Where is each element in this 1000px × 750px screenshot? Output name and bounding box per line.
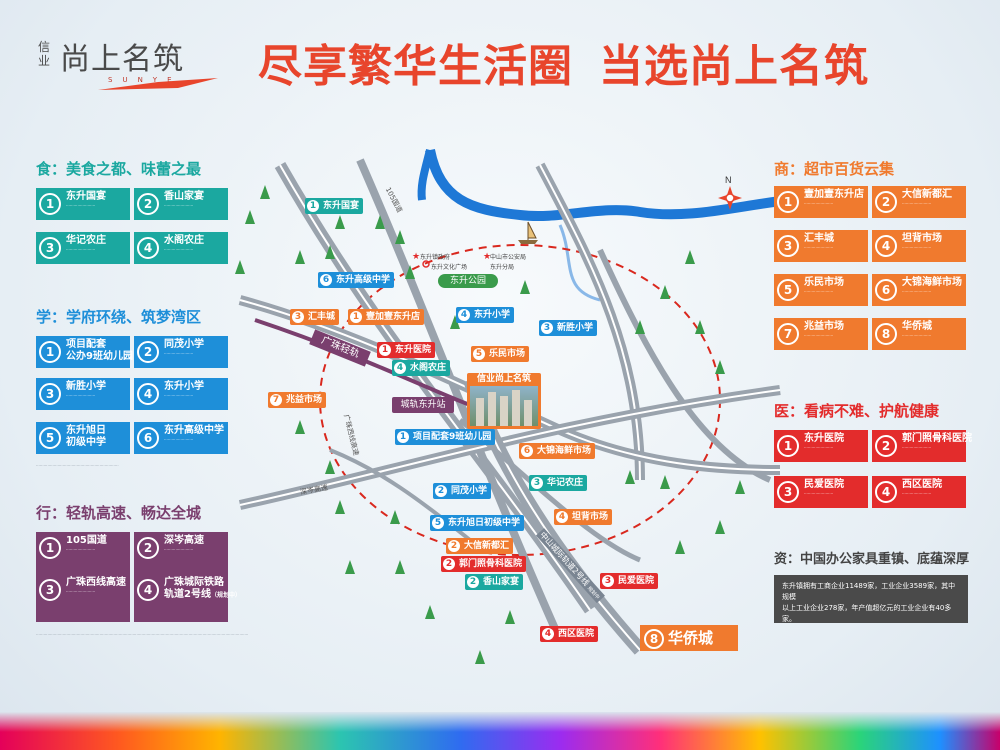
landmark-circles xyxy=(422,260,430,268)
brand-mark-icon xyxy=(98,78,218,90)
river-branch xyxy=(417,149,434,201)
trees xyxy=(235,185,745,664)
project-image xyxy=(470,386,538,426)
headline-part1: 尽享繁华生活圈 xyxy=(258,41,573,92)
landmark-stars: ★★ xyxy=(412,252,491,262)
compass-letter: N xyxy=(725,175,732,185)
river-tributary xyxy=(558,224,601,302)
section-medical-title: 医：看病不难、护航健康 xyxy=(774,402,940,420)
section-traffic-title: 行：轻轨高速、畅达全城 xyxy=(36,504,202,522)
svg-text:★: ★ xyxy=(483,252,491,262)
section-shop-title: 商：超市百货云集 xyxy=(774,160,895,178)
project-title: 信业尚上名筑 xyxy=(476,374,531,384)
section-food-title: 食：美食之都、味蕾之最 xyxy=(36,160,202,178)
map-label-police1: 中山市公安局 xyxy=(490,254,527,261)
capital-info: 东升镇拥有工商企业11489家，工业企业3589家，其中规模 以上工业企业278… xyxy=(774,575,968,623)
brand-name: 尚上名筑 xyxy=(60,42,184,77)
project-marker[interactable]: 信业尚上名筑 xyxy=(467,373,541,429)
section-capital-title: 资：中国办公家具重镇、底蕴深厚 xyxy=(774,552,970,567)
capital-text-2: 以上工业企业278家，年产值超亿元的工业企业有40多家。 xyxy=(782,604,952,623)
headline: 尽享繁华生活圈当选尚上名筑 xyxy=(258,30,869,94)
station-label: 城轨东升站 xyxy=(392,397,454,413)
park-label: 东升公园 xyxy=(438,274,498,288)
school-footnote: ········································… xyxy=(36,463,119,468)
brand-logo: 信业 尚上名筑 SUNYE xyxy=(38,34,238,94)
headline-part2: 当选尚上名筑 xyxy=(599,41,869,92)
brand-sub: SUNYE xyxy=(108,76,182,84)
brand-small: 信业 xyxy=(38,40,51,68)
decorative-color-band xyxy=(0,712,1000,750)
svg-text:★: ★ xyxy=(412,252,420,262)
boat-icon xyxy=(518,221,538,244)
map-label-police2: 东升分局 xyxy=(490,264,515,271)
capital-text-1: 东升镇拥有工商企业11489家，工业企业3589家，其中规模 xyxy=(782,582,956,601)
compass-icon xyxy=(718,186,742,210)
river xyxy=(425,148,791,222)
map-label-culture: 东升文化广场 xyxy=(431,264,468,271)
page-footnote: ········································… xyxy=(36,632,249,637)
map-label-gov: 东升镇政府 xyxy=(420,254,451,261)
section-school-title: 学：学府环绕、筑梦湾区 xyxy=(36,308,202,326)
